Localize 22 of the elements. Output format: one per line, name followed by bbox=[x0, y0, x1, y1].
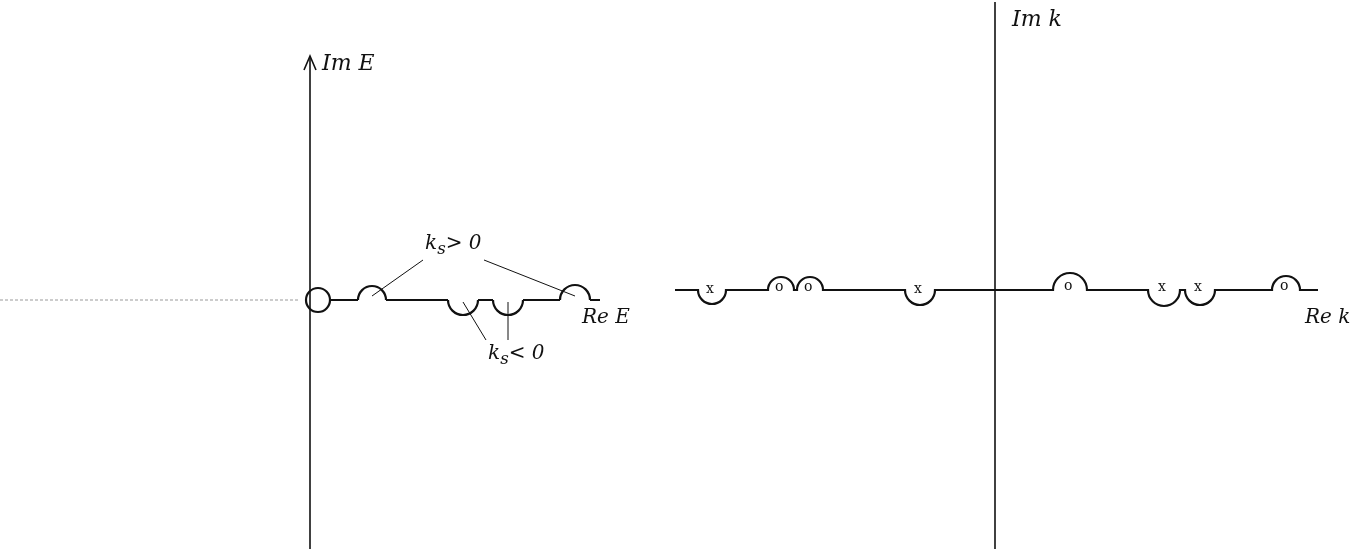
axis-label: Im E bbox=[322, 52, 375, 74]
zero-mark: o bbox=[775, 279, 784, 293]
contour-dip bbox=[491, 299, 525, 317]
axis-label: Im k bbox=[1012, 8, 1062, 30]
zero-mark: o bbox=[804, 279, 813, 293]
axis-label: Re E bbox=[582, 306, 630, 326]
leader-line bbox=[462, 301, 487, 341]
axis-label: Re k bbox=[1305, 306, 1351, 326]
contour-dip bbox=[446, 299, 480, 317]
contour-bump bbox=[356, 285, 388, 301]
pole-mark: x bbox=[914, 281, 922, 295]
zero-mark: o bbox=[1064, 278, 1073, 292]
pole-mark: x bbox=[1158, 279, 1166, 293]
leader-line bbox=[483, 259, 576, 297]
pole-mark: x bbox=[706, 281, 714, 295]
condition-label: k$_{s}$< 0 bbox=[488, 342, 545, 368]
zero-mark: o bbox=[1280, 278, 1289, 292]
leader-line bbox=[371, 259, 424, 297]
condition-label: k$_{s}$> 0 bbox=[425, 232, 482, 258]
contour-bump bbox=[558, 283, 592, 301]
leader-line bbox=[507, 301, 509, 341]
pole-mark: x bbox=[1194, 279, 1202, 293]
